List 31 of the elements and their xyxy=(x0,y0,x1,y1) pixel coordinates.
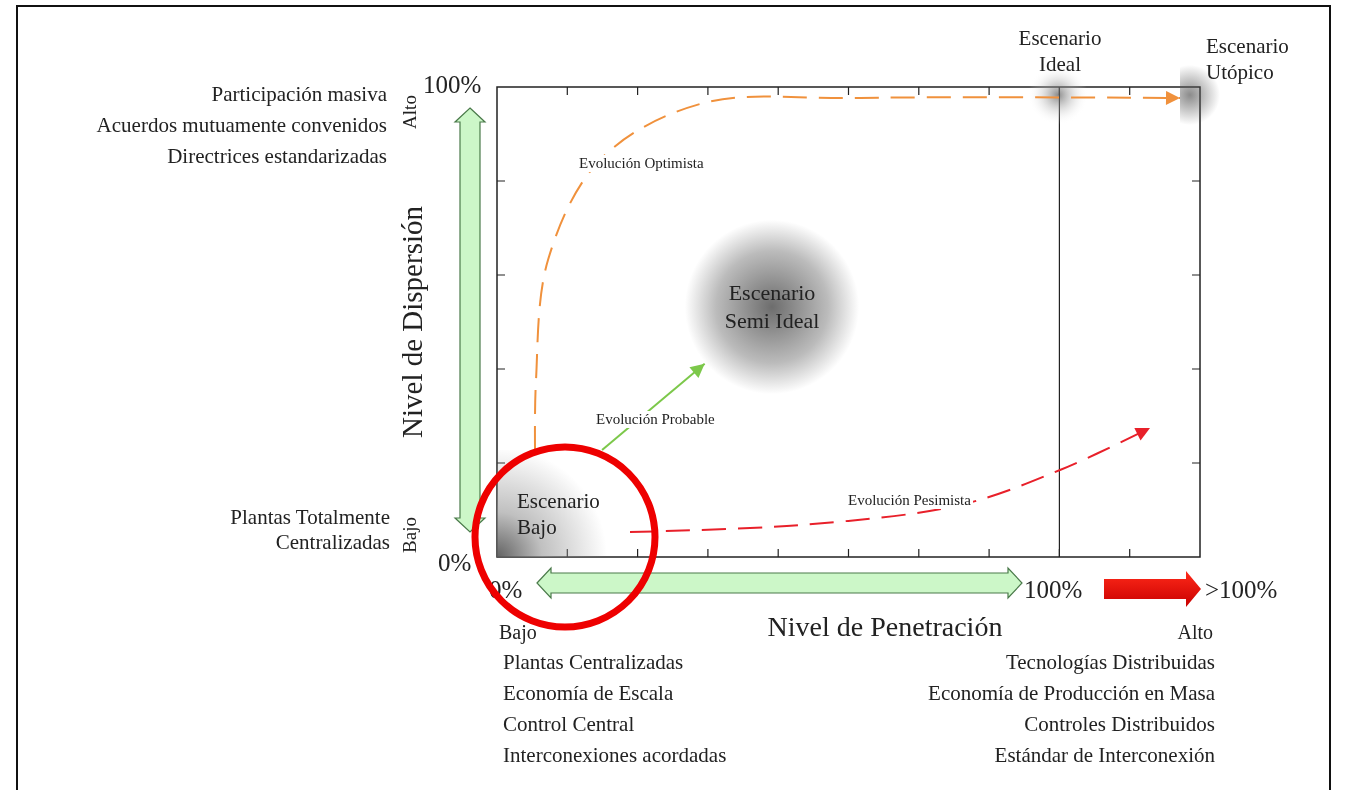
dashed-arrow xyxy=(629,427,1151,533)
axis-text: Economía de Escala xyxy=(503,681,674,707)
axis-text: Economía de Producción en Masa xyxy=(928,681,1215,707)
scenario-label: Escenario Semi Ideal xyxy=(723,279,821,334)
edge-label: Evolución Optimista xyxy=(577,155,706,172)
axis-text: 100% xyxy=(423,70,482,100)
scenario-label: Escenario Bajo xyxy=(517,488,601,541)
axis-text: 100% xyxy=(1024,575,1083,605)
axis-text: Tecnologías Distribuidas xyxy=(1005,650,1215,676)
axis-text: Control Central xyxy=(503,712,635,738)
axis-text: Plantas Centralizadas xyxy=(503,650,684,676)
scenario-label: Escenario Ideal xyxy=(1017,25,1103,78)
axis-text: Acuerdos mutuamente convenidos xyxy=(96,113,387,139)
edge-label: Evolución Pesimista xyxy=(846,492,973,509)
axis-text: >100% xyxy=(1205,575,1278,605)
axis-text: Estándar de Interconexión xyxy=(994,743,1215,769)
edge-label: Evolución Probable xyxy=(594,411,717,428)
dashed-arrow xyxy=(533,90,1181,451)
axis-text: Alto xyxy=(398,95,421,129)
axis-text: Participación masiva xyxy=(211,82,387,108)
axis-text: Plantas Totalmente Centralizadas xyxy=(229,505,390,556)
axis-text: Interconexiones acordadas xyxy=(503,743,727,769)
scenario-label: Escenario Utópico xyxy=(1206,33,1290,86)
axis-text: Nivel de Dispersión xyxy=(394,206,429,438)
axis-text: Nivel de Penetración xyxy=(767,610,1003,644)
axis-text: Directrices estandarizadas xyxy=(167,144,387,170)
axis-text: Bajo xyxy=(398,517,421,553)
axis-text: Controles Distribuidos xyxy=(1024,712,1215,738)
axis-text: 0% xyxy=(438,548,472,578)
axis-text: Alto xyxy=(1177,620,1213,644)
axis-text: Bajo xyxy=(499,620,537,644)
